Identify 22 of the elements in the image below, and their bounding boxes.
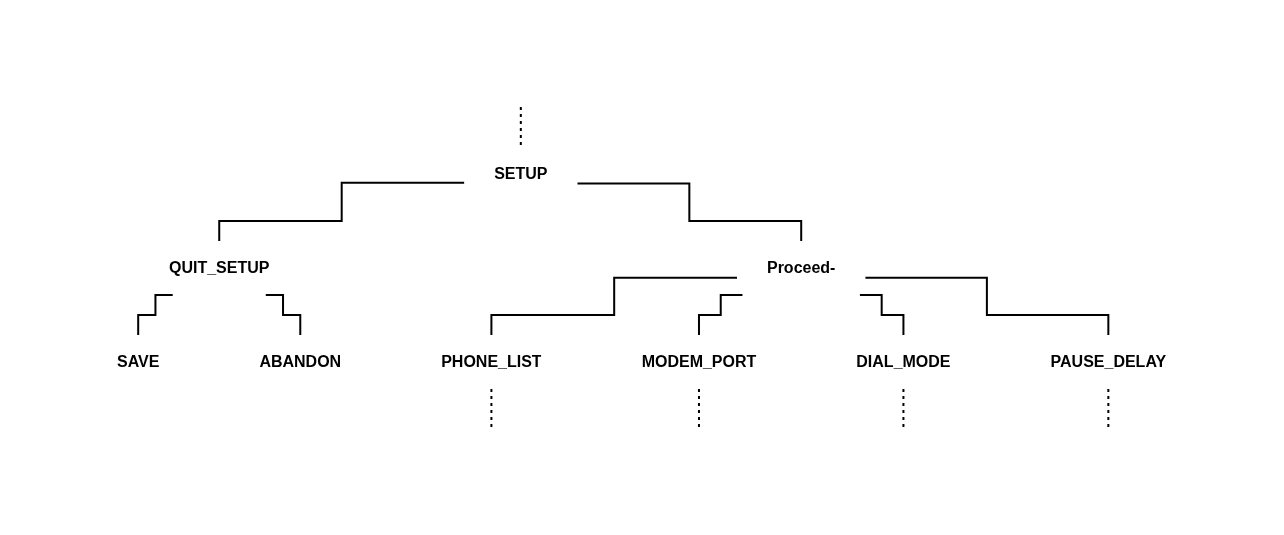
connector (698, 293, 744, 336)
node-text: SAVE (117, 352, 160, 370)
node-text: ABANDON (259, 352, 342, 370)
connector (1107, 387, 1110, 430)
connector (859, 293, 905, 336)
node-text: Proceed- (767, 258, 836, 276)
node-text: DIAL_MODE (856, 352, 951, 370)
connector (520, 105, 523, 148)
connector (137, 293, 175, 336)
connector (576, 182, 803, 242)
connector (490, 387, 493, 430)
node-text: PAUSE_DELAY (1050, 352, 1167, 370)
node-text: QUIT_SETUP (169, 258, 270, 276)
connector (902, 387, 905, 430)
connector (265, 293, 302, 336)
node-text: PHONE_LIST (441, 352, 543, 370)
connector (864, 276, 1110, 336)
connector (490, 276, 739, 336)
connector (218, 181, 466, 242)
node-text: MODEM_PORT (642, 352, 757, 370)
node-text: SETUP (494, 164, 548, 182)
connector (698, 387, 701, 430)
